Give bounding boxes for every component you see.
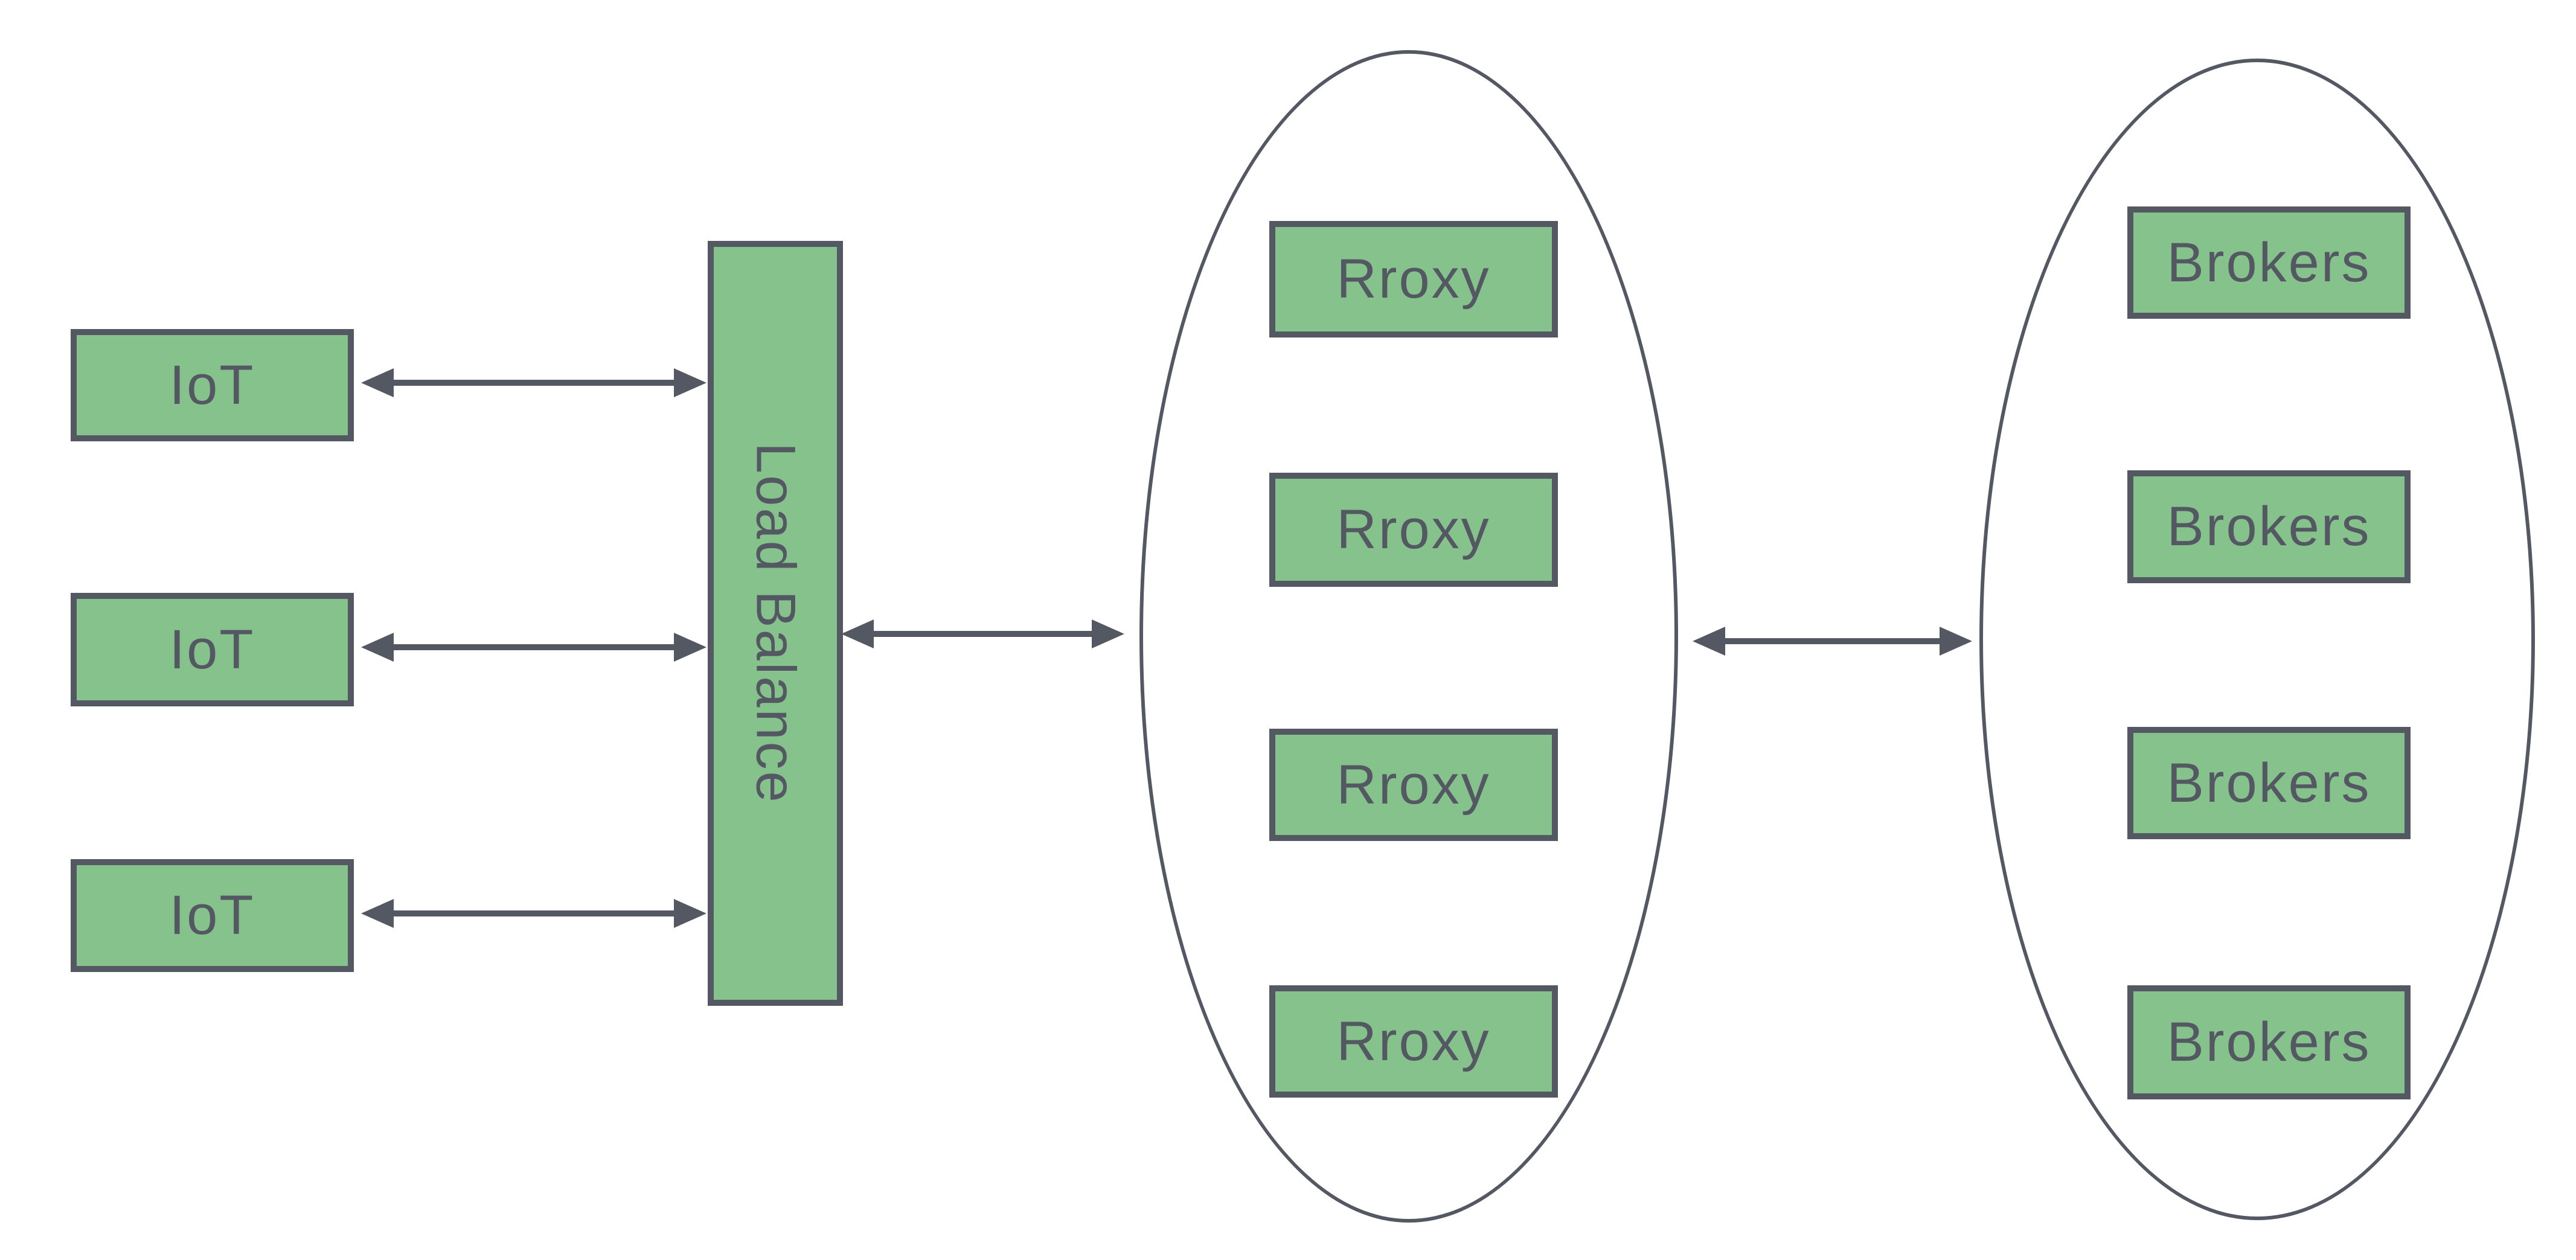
arrow-iot2-loadbalance: [361, 633, 706, 662]
iot-node-3: IoT: [71, 859, 354, 972]
iot-node-1: IoT: [71, 329, 354, 441]
broker-node-3-label: Brokers: [2167, 752, 2371, 814]
broker-node-2-label: Brokers: [2167, 496, 2371, 557]
broker-cluster-ellipse: [1979, 59, 2535, 1220]
arrow-iot1-loadbalance: [361, 368, 706, 397]
load-balance-label: Load Balance: [745, 443, 807, 804]
proxy-node-3: Rroxy: [1269, 729, 1558, 841]
iot-node-3-label: IoT: [169, 884, 255, 946]
proxy-node-1: Rroxy: [1269, 221, 1558, 337]
iot-node-2-label: IoT: [169, 618, 255, 680]
proxy-node-2: Rroxy: [1269, 473, 1558, 587]
iot-node-2: IoT: [71, 593, 354, 706]
proxy-node-3-label: Rroxy: [1336, 753, 1491, 816]
proxy-node-4: Rroxy: [1269, 985, 1558, 1098]
proxy-node-2-label: Rroxy: [1336, 499, 1491, 560]
broker-node-1: Brokers: [2127, 206, 2411, 319]
arrow-proxycluster-brokercluster: [1693, 627, 1972, 656]
iot-node-1-label: IoT: [169, 354, 255, 416]
broker-node-3: Brokers: [2127, 727, 2411, 839]
proxy-node-1-label: Rroxy: [1336, 248, 1491, 310]
arrow-iot3-loadbalance: [361, 899, 706, 928]
broker-node-1-label: Brokers: [2167, 231, 2371, 293]
load-balance-node: Load Balance: [708, 241, 843, 1006]
broker-node-4: Brokers: [2127, 985, 2411, 1099]
arrow-loadbalance-proxycluster: [841, 619, 1124, 648]
broker-node-2: Brokers: [2127, 470, 2411, 583]
proxy-node-4-label: Rroxy: [1336, 1010, 1491, 1072]
broker-node-4-label: Brokers: [2167, 1011, 2371, 1073]
proxy-cluster-ellipse: [1139, 50, 1678, 1223]
